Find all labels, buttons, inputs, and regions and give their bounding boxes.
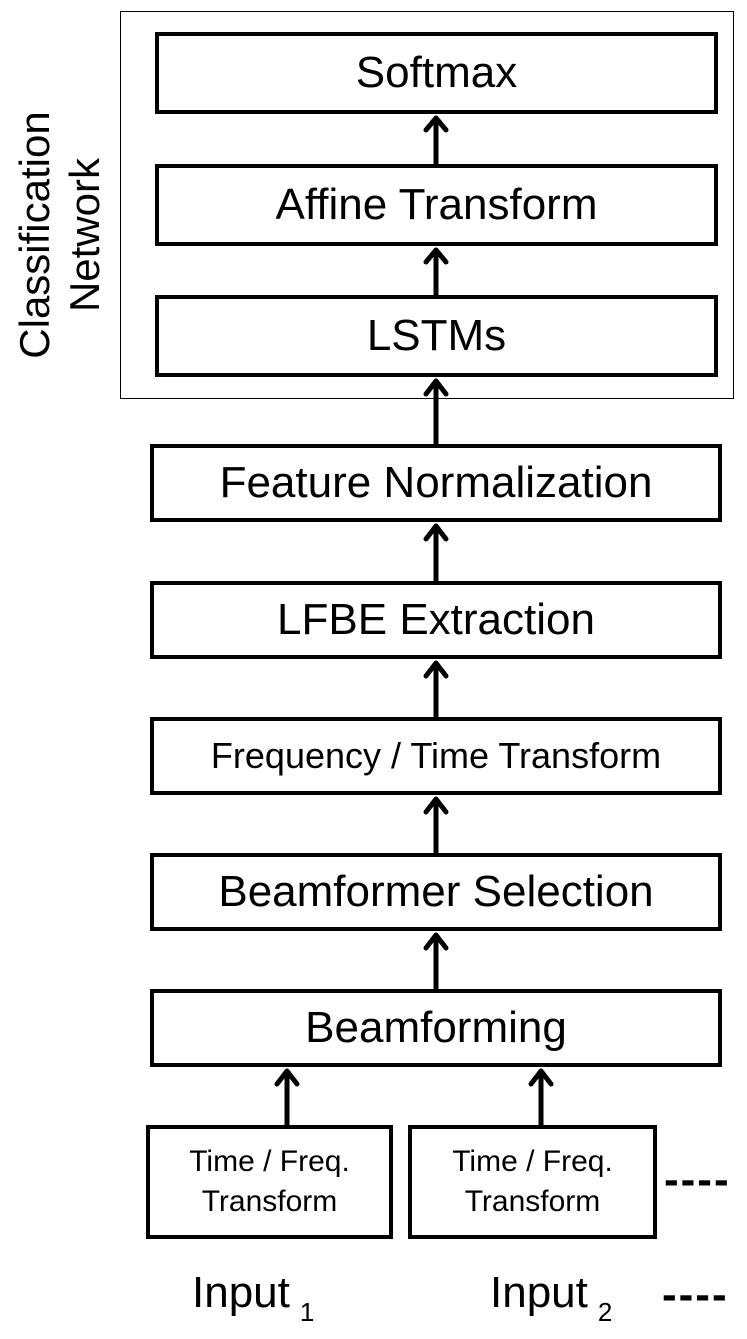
arrow-beamforming-to-beamselect	[423, 932, 449, 992]
time-freq-transform-block-1: Time / Freq. Transform	[146, 1125, 393, 1239]
feature-normalization-label: Feature Normalization	[219, 458, 653, 507]
softmax-label: Softmax	[355, 48, 518, 97]
input2-transform-line1: Time / Freq.	[452, 1145, 613, 1178]
arrow-input2-to-beamforming	[528, 1068, 554, 1128]
arrow-input1-to-beamforming	[274, 1068, 300, 1128]
lstms-label: LSTMs	[366, 311, 507, 360]
beamforming-label: Beamforming	[305, 1003, 567, 1052]
input1-transform-line2: Transform	[201, 1185, 338, 1218]
lfbe-extraction-block: LFBE Extraction	[150, 581, 722, 659]
input-2-text: Input	[490, 1268, 588, 1317]
input-1-subscript: 1	[299, 1297, 315, 1327]
input-1-label: Input 1	[192, 1268, 314, 1328]
beamformer-selection-block: Beamformer Selection	[150, 853, 722, 931]
more-inputs-dashes-bottom: ----	[662, 1270, 729, 1319]
time-freq-transform-block-2: Time / Freq. Transform	[408, 1125, 657, 1239]
input-2-label: Input 2	[490, 1268, 612, 1328]
affine-transform-label: Affine Transform	[275, 180, 598, 229]
classification-network-frame	[120, 11, 734, 399]
arrow-beamselect-to-freqtime	[423, 796, 449, 856]
arrow-lstms-to-affine	[423, 247, 449, 298]
frequency-time-transform-label: Frequency / Time Transform	[210, 735, 662, 776]
arrow-affine-to-softmax	[423, 115, 449, 167]
more-inputs-dashes: ----	[664, 1155, 731, 1204]
softmax-block: Softmax	[155, 32, 718, 114]
input-2-subscript: 2	[597, 1297, 613, 1327]
lfbe-extraction-label: LFBE Extraction	[277, 595, 595, 644]
beamformer-selection-label: Beamformer Selection	[218, 867, 654, 916]
arrow-lfbe-to-featnorm	[423, 523, 449, 584]
arrow-freqtime-to-lfbe	[423, 660, 449, 720]
beamforming-block: Beamforming	[150, 989, 722, 1067]
input-1-text: Input	[192, 1268, 290, 1317]
arrow-featnorm-to-lstms	[423, 378, 449, 447]
input1-transform-line1: Time / Freq.	[189, 1145, 350, 1178]
affine-transform-block: Affine Transform	[155, 164, 718, 246]
input2-transform-line2: Transform	[464, 1185, 601, 1218]
lstms-block: LSTMs	[155, 295, 718, 377]
